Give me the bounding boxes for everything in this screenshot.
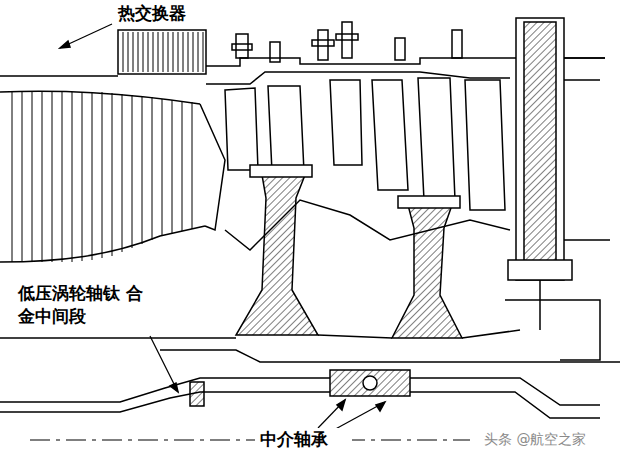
part-label: 中介轴承: [258, 428, 352, 451]
part-label: 低压涡轮轴钛 合金中间段: [16, 282, 148, 328]
watermark: 头条 @航空之家: [482, 430, 636, 449]
part-label: 热交换器: [116, 2, 230, 25]
